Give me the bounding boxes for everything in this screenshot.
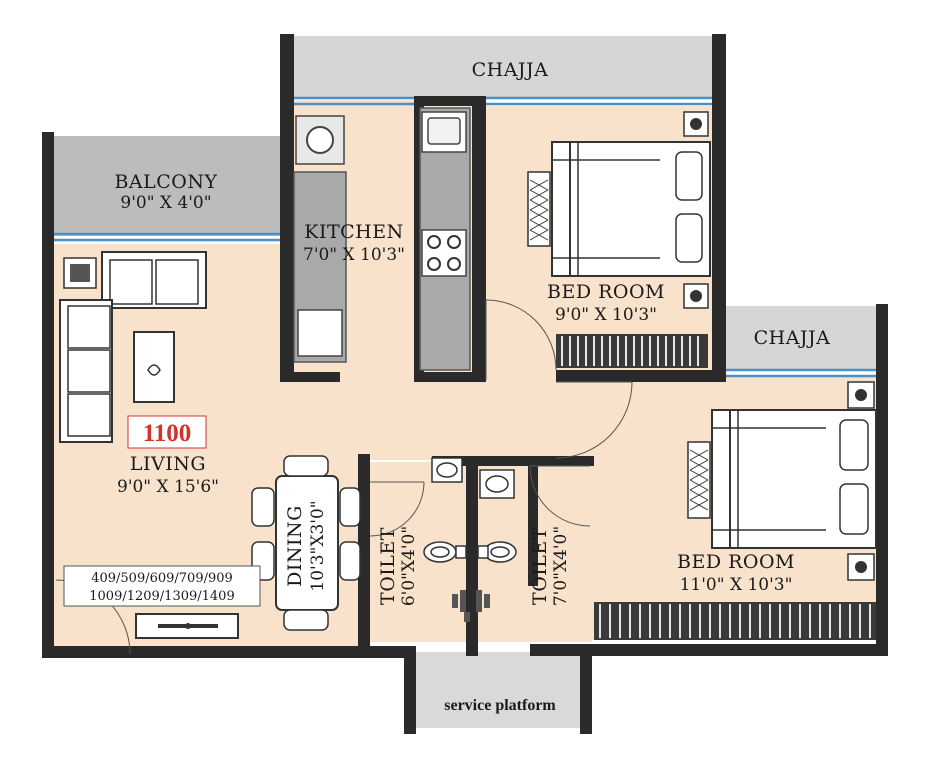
wall-bottom-living — [42, 646, 410, 658]
walls — [42, 34, 888, 734]
chajja-top-label: CHAJJA — [472, 59, 549, 81]
wc-toilet2 — [477, 541, 517, 563]
hob-stove — [421, 229, 467, 277]
wall-left — [42, 132, 54, 658]
coffee-table — [133, 331, 175, 403]
wall-toilet-right — [528, 466, 538, 586]
bedroom1-label: BED ROOM — [547, 281, 665, 303]
wall-right — [876, 304, 888, 654]
wall-toilet-left — [358, 454, 370, 658]
wall-bedroom1-bottom — [556, 370, 726, 382]
fridge — [297, 309, 343, 357]
toilet1-label: TOILET — [377, 527, 399, 605]
bedroom1-window-strip — [556, 334, 708, 368]
room-labels: CHAJJA CHAJJA BALCONY 9'0" X 4'0" KITCHE… — [63, 59, 831, 714]
wall-kitchen-right — [414, 96, 424, 382]
bedroom1-dim: 9'0" X 10'3" — [555, 305, 657, 325]
living-dim: 9'0" X 15'6" — [117, 477, 219, 497]
wall-bedroom1-right — [712, 34, 726, 382]
wall-toilet-mid — [466, 456, 478, 656]
chajja-right-label: CHAJJA — [754, 327, 831, 349]
dining-dim: 10'3"X3'0" — [308, 500, 328, 591]
service-platform-label: service platform — [444, 697, 556, 714]
chajja-right-area — [722, 306, 880, 370]
washing-machine — [295, 115, 345, 165]
wall-service-right — [580, 644, 592, 734]
toilet1-dim: 6'0"X4'0" — [399, 526, 419, 606]
kitchen-dim: 7'0" X 10'3" — [303, 245, 405, 265]
balcony-dim: 9'0" X 4'0" — [120, 193, 211, 213]
bedroom2-window-strip — [594, 602, 876, 640]
wall-service-left — [404, 646, 416, 734]
service-platform-area — [414, 652, 584, 728]
toilet2-label: TOILET — [529, 527, 551, 605]
dining-label: DINING — [284, 505, 306, 587]
unit-area-box — [127, 415, 207, 449]
kitchen-label: KITCHEN — [304, 221, 403, 243]
living-furniture — [59, 251, 239, 639]
wc-toilet1 — [423, 541, 467, 563]
dining-furniture — [251, 455, 361, 631]
flat-numbers-box — [63, 565, 261, 607]
bedroom2-dim: 11'0" X 10'3" — [680, 575, 793, 595]
toilet2-dim: 7'0"X4'0" — [551, 526, 571, 606]
kitchen-fixtures — [293, 107, 471, 371]
toilet-fixtures — [423, 457, 517, 622]
wall-counter-right — [472, 96, 486, 382]
wall-counter-bottom — [414, 372, 486, 382]
passage-floor — [364, 370, 594, 460]
living-label: LIVING — [130, 453, 206, 475]
bedroom2-label: BED ROOM — [677, 551, 795, 573]
unit-area: 1100 — [143, 420, 192, 447]
chajja-top-area — [292, 36, 718, 98]
wall-bottom-right — [530, 644, 888, 656]
wall-toilet2-top — [468, 456, 594, 466]
balcony-label: BALCONY — [114, 171, 217, 193]
bedroom1-furniture — [527, 111, 711, 309]
flat-numbers-line1: 409/509/609/709/909 — [91, 571, 233, 586]
balcony-area — [52, 136, 284, 236]
wall-kitchen-top — [414, 96, 486, 106]
bedroom2-furniture — [687, 381, 877, 581]
wall-kitchen-bottom — [280, 372, 340, 382]
shower-taps — [452, 590, 490, 622]
bed2-rug — [687, 441, 711, 519]
wall-kitchen-left — [280, 34, 294, 382]
flat-numbers-line2: 1009/1209/1309/1409 — [89, 589, 234, 604]
